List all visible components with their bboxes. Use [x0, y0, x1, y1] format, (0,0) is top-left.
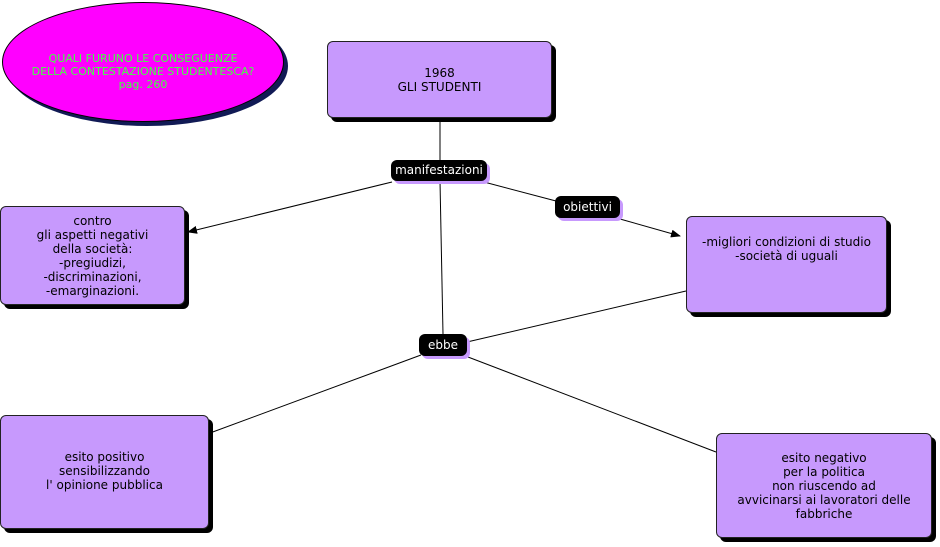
link-obiettivi-to-goals	[619, 218, 681, 238]
link-manifestazioni-to-ebbe	[439, 180, 444, 335]
focus-question-ellipse: QUALI FURUNO LE CONSEGUENZE DELLA CONTES…	[2, 2, 284, 122]
linking-phrase-obiettivi-label: obiettivi	[563, 200, 612, 214]
concept-positive-label: esito positivo sensibilizzando l' opinio…	[46, 450, 163, 492]
concept-main-1968[interactable]: 1968 GLI STUDENTI	[327, 41, 552, 118]
linking-phrase-ebbe[interactable]: ebbe	[419, 334, 467, 356]
link-goals-to-ebbe	[466, 290, 687, 343]
linking-phrase-obiettivi[interactable]: obiettivi	[555, 196, 620, 218]
link-manifestazioni-to-obiettivi	[483, 181, 557, 202]
concept-goals[interactable]: -migliori condizioni di studio -società …	[686, 216, 887, 313]
concept-positive-outcome[interactable]: esito positivo sensibilizzando l' opinio…	[0, 415, 209, 529]
concept-goals-label: -migliori condizioni di studio -società …	[702, 235, 871, 263]
concept-against[interactable]: contro gli aspetti negativi della societ…	[0, 206, 185, 305]
concept-negative-label: esito negativo per la politica non riusc…	[737, 450, 911, 521]
focus-question-text: QUALI FURUNO LE CONSEGUENZE DELLA CONTES…	[31, 52, 255, 91]
linking-phrase-manifestazioni-label: manifestazioni	[395, 163, 483, 177]
link-manifestazioni-to-against	[187, 181, 393, 234]
link-ebbe-to-negative	[467, 356, 717, 453]
linking-phrase-ebbe-label: ebbe	[428, 338, 458, 352]
concept-against-label: contro gli aspetti negativi della societ…	[36, 213, 149, 298]
concept-negative-outcome[interactable]: esito negativo per la politica non riusc…	[716, 433, 932, 538]
linking-phrase-manifestazioni[interactable]: manifestazioni	[391, 160, 487, 181]
link-ebbe-to-positive	[209, 354, 422, 434]
concept-main-label: 1968 GLI STUDENTI	[397, 65, 482, 94]
